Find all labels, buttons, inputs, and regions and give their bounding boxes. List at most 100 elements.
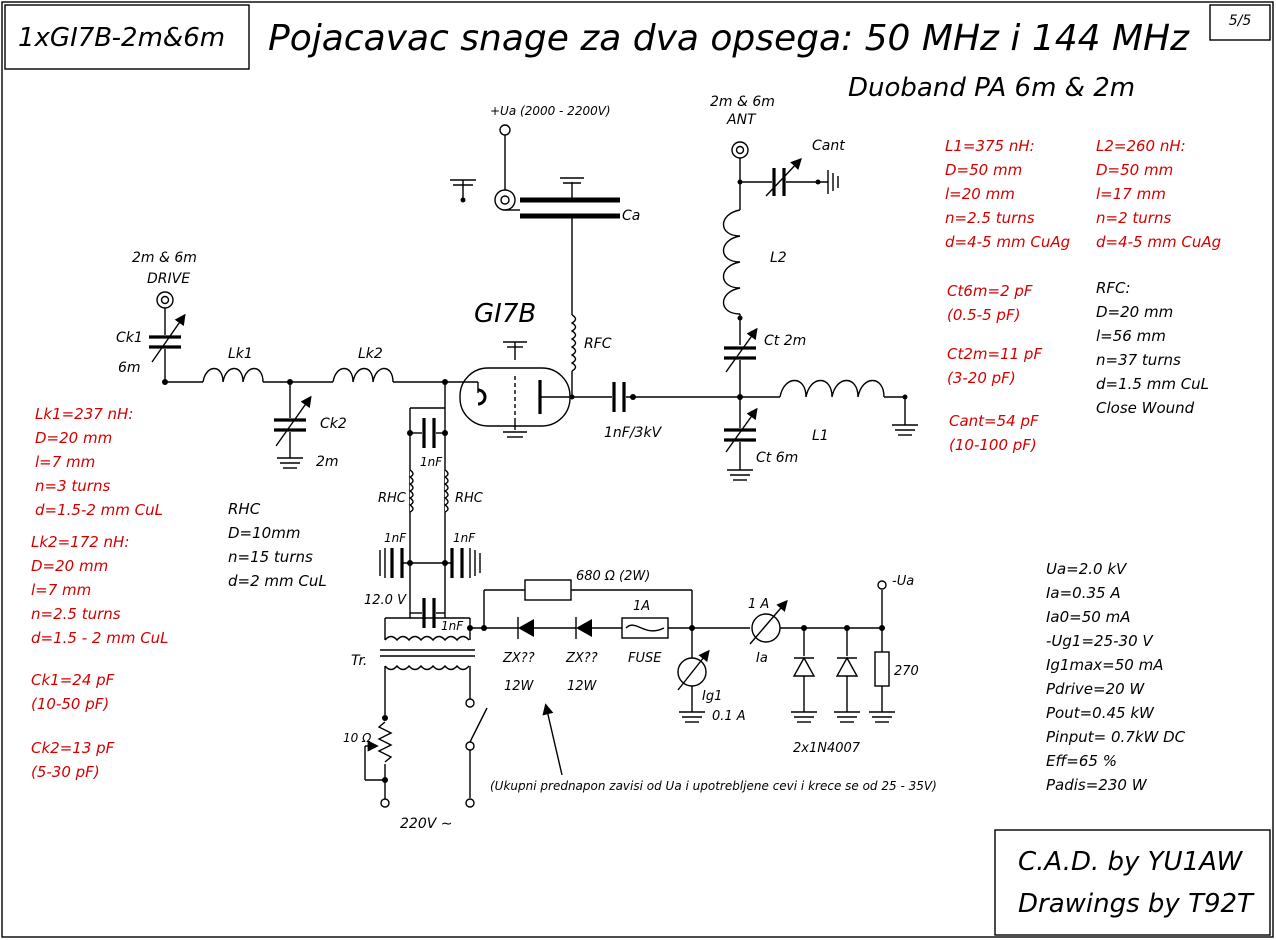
spec-line: Ct6m=2 pF bbox=[947, 282, 1033, 300]
spec-operating: Ua=2.0 kV Ia=0.35 A Ia0=50 mA -Ug1=25-30… bbox=[1046, 560, 1186, 794]
rhc-label-a: RHC bbox=[378, 491, 407, 506]
id-tag: 1xGI7B-2m&6m bbox=[18, 23, 225, 53]
spec-line: L1=375 nH: bbox=[945, 137, 1035, 155]
spec-rhc: RHC D=10mm n=15 turns d=2 mm CuL bbox=[228, 500, 327, 590]
spec-line: Padis=230 W bbox=[1046, 776, 1148, 794]
ct6m-label: Ct 6m bbox=[756, 450, 798, 466]
spec-line: n=2.5 turns bbox=[945, 209, 1035, 227]
spec-line: D=10mm bbox=[228, 524, 300, 542]
zener-1-label: ZX?? bbox=[502, 651, 535, 666]
spec-line: (10-100 pF) bbox=[949, 436, 1037, 454]
l2-label: L2 bbox=[770, 250, 787, 266]
spec-line: Pdrive=20 W bbox=[1046, 680, 1145, 698]
spec-line: Ua=2.0 kV bbox=[1046, 560, 1128, 578]
spec-line: Lk1=237 nH: bbox=[35, 405, 133, 423]
ck2-tune-arrow bbox=[275, 395, 312, 447]
lk1-label: Lk1 bbox=[228, 346, 253, 362]
transformer-label: Tr. bbox=[351, 653, 367, 669]
bias-chain: 680 Ω (2W) ZX?? ZX?? 12W 12W 1A FUSE Ig1… bbox=[467, 569, 937, 793]
spec-ck: Ck1=24 pF (10-50 pF) Ck2=13 pF (5-30 pF) bbox=[31, 671, 115, 781]
page-title: Pojacavac snage za dva opsega: 50 MHz i … bbox=[268, 18, 1190, 59]
spec-line: RFC: bbox=[1096, 279, 1131, 297]
spec-lk2: Lk2=172 nH: D=20 mm l=7 mm n=2.5 turns d… bbox=[31, 533, 169, 647]
credit-drawings: Drawings by T92T bbox=[1018, 889, 1255, 919]
spec-line: d=1.5 mm CuL bbox=[1096, 375, 1209, 393]
l1-coil bbox=[779, 380, 885, 398]
spec-line: l=56 mm bbox=[1096, 327, 1166, 345]
credit-box bbox=[994, 829, 1271, 936]
l1-label: L1 bbox=[812, 428, 829, 444]
page-number: 5/5 bbox=[1229, 13, 1252, 29]
spec-line: L2=260 nH: bbox=[1096, 137, 1186, 155]
ct2m-tune-arrow bbox=[725, 327, 758, 373]
spec-line: Ck2=13 pF bbox=[31, 739, 115, 757]
spec-line: (0.5-5 pF) bbox=[947, 306, 1020, 324]
pot-label: 10 Ω bbox=[343, 731, 372, 745]
ig1-range-label: 0.1 A bbox=[712, 709, 746, 724]
spec-line: Ck1=24 pF bbox=[31, 671, 115, 689]
ck1-tune-arrow bbox=[151, 313, 186, 363]
fuse-body bbox=[621, 617, 669, 639]
spec-rfc: RFC: D=20 mm l=56 mm n=37 turns d=1.5 mm… bbox=[1096, 279, 1209, 417]
rfc-coil bbox=[570, 314, 577, 372]
heater-voltage-label: 12.0 V bbox=[364, 593, 407, 608]
spec-line: Ig1max=50 mA bbox=[1046, 656, 1163, 674]
zener-1 bbox=[518, 619, 534, 637]
l2-coil bbox=[723, 209, 741, 315]
input-network: 2m & 6m DRIVE Ck1 6m Lk1 Lk2 Ck2 2m bbox=[116, 250, 479, 470]
ct2m-label: Ct 2m bbox=[764, 333, 806, 349]
ant-label: ANT bbox=[726, 112, 757, 128]
spec-line: (5-30 pF) bbox=[31, 763, 100, 781]
spec-line: Eff=65 % bbox=[1046, 752, 1117, 770]
cap-1nf-left-label: 1nF bbox=[384, 531, 407, 545]
output-network: 1nF/3kV 2m & 6m ANT Cant L2 Ct 2m Ct 6m bbox=[572, 94, 918, 481]
lk1-coil bbox=[202, 367, 264, 383]
zener-1-power: 12W bbox=[504, 679, 535, 694]
bleeder-resistor bbox=[874, 651, 890, 687]
spec-line: -Ug1=25-30 V bbox=[1046, 632, 1154, 650]
spec-line: Lk2=172 nH: bbox=[31, 533, 129, 551]
resistor-label: 680 Ω (2W) bbox=[576, 569, 650, 584]
rhc-label-b: RHC bbox=[455, 491, 484, 506]
hv-supply-label: +Ua (2000 - 2200V) bbox=[490, 104, 611, 118]
ck2-label: Ck2 bbox=[320, 416, 347, 432]
spec-line: D=20 mm bbox=[31, 557, 108, 575]
credit-cad: C.A.D. by YU1AW bbox=[1018, 847, 1243, 877]
tube-cathode bbox=[477, 388, 487, 406]
spec-line: RHC bbox=[228, 500, 261, 518]
cant-tune-arrow bbox=[765, 157, 802, 197]
ia-range-label: 1 A bbox=[748, 597, 769, 612]
cap-1nf-right-label: 1nF bbox=[453, 531, 476, 545]
drive-band-label: 2m & 6m bbox=[132, 250, 197, 266]
mains-label: 220V ∼ bbox=[400, 816, 452, 832]
spec-line: Close Wound bbox=[1096, 399, 1195, 417]
zener-2-power: 12W bbox=[567, 679, 598, 694]
pot-10-ohm bbox=[377, 721, 393, 763]
zener-2 bbox=[576, 619, 592, 637]
spec-l1: L1=375 nH: D=50 mm l=20 mm n=2.5 turns d… bbox=[945, 137, 1070, 251]
ant-band-label: 2m & 6m bbox=[710, 94, 775, 110]
tube-gi7b: GI7B bbox=[459, 299, 575, 438]
page-number-box bbox=[1209, 4, 1271, 41]
spec-line: n=2.5 turns bbox=[31, 605, 121, 623]
ig1-meter-label: Ig1 bbox=[702, 689, 722, 704]
drive-label: DRIVE bbox=[147, 271, 190, 287]
spec-line: Ia=0.35 A bbox=[1046, 584, 1121, 602]
spec-line: d=4-5 mm CuAg bbox=[945, 233, 1070, 251]
transformer-secondary bbox=[384, 635, 470, 642]
spec-line: Cant=54 pF bbox=[949, 412, 1039, 430]
rhc-coil-a bbox=[408, 469, 414, 513]
bias-note-arrow bbox=[542, 703, 563, 776]
ck1-label: Ck1 bbox=[116, 330, 143, 346]
resistor-680 bbox=[524, 579, 572, 601]
spec-line: Ct2m=11 pF bbox=[947, 345, 1042, 363]
lk2-coil bbox=[332, 367, 394, 383]
bias-note: (Ukupni prednapon zavisi od Ua i upotreb… bbox=[490, 779, 937, 793]
spec-line: D=20 mm bbox=[35, 429, 112, 447]
rhc-coil-b bbox=[443, 469, 449, 513]
neg-ua-terminal bbox=[877, 580, 887, 590]
anode-supply: +Ua (2000 - 2200V) Ca RFC bbox=[450, 104, 640, 397]
spec-l2: L2=260 nH: D=50 mm l=17 mm n=2 turns d=4… bbox=[1096, 137, 1221, 251]
hv-terminal bbox=[499, 124, 511, 136]
